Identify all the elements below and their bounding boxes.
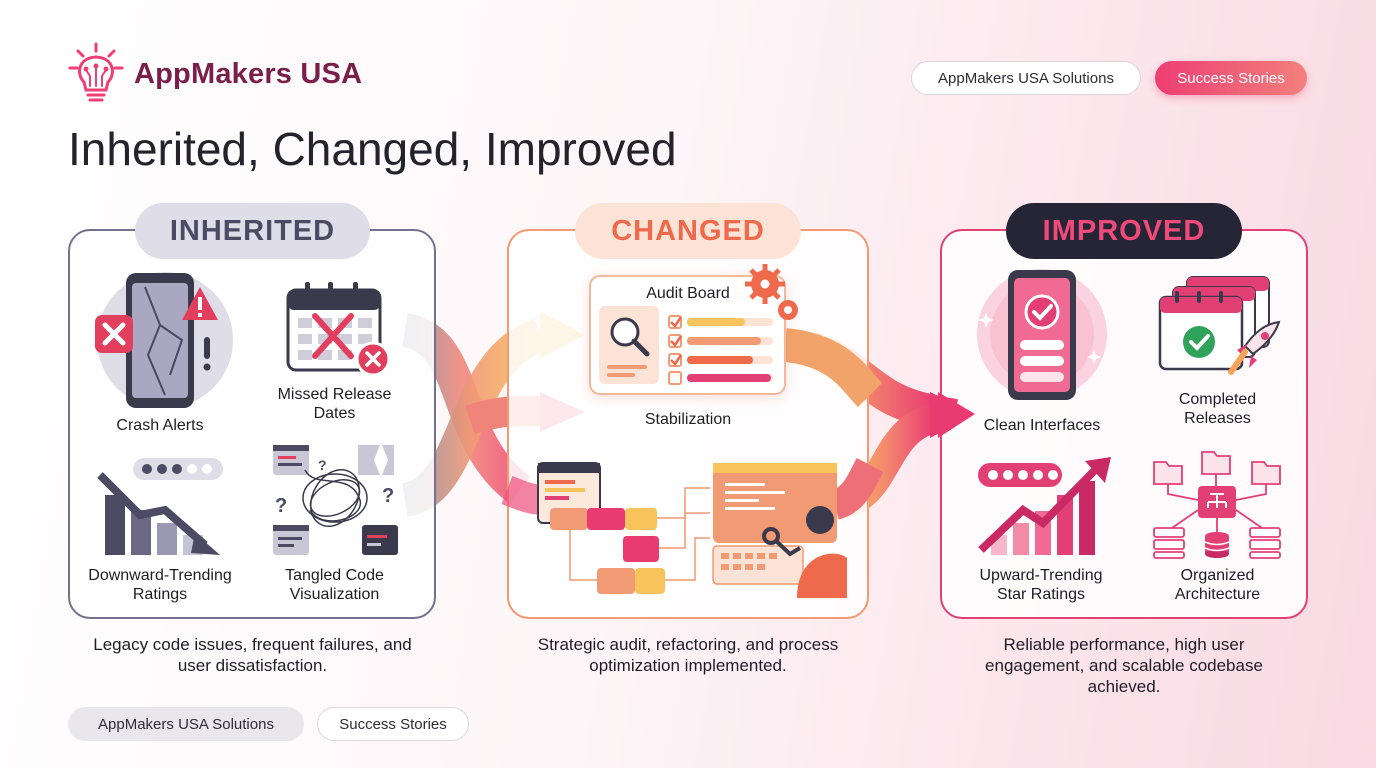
cracked-phone-icon — [95, 272, 233, 408]
lightbulb-circuit-icon — [68, 42, 124, 102]
svg-text:?: ? — [318, 457, 327, 473]
footer-success-stories-button[interactable]: Success Stories — [317, 707, 469, 741]
missed-release-dates-label: Missed Release Dates — [277, 386, 392, 422]
changed-description: Strategic audit, refactoring, and proces… — [537, 635, 839, 675]
brand-name: AppMakers USA — [134, 57, 363, 90]
audit-board-title: Audit Board — [646, 285, 730, 302]
nav-success-stories-button[interactable]: Success Stories — [1155, 61, 1307, 95]
brand[interactable]: AppMakers USA — [68, 42, 362, 106]
tangled-code-label: Tangled Code Visualization — [285, 567, 384, 603]
page-title: Inherited, Changed, Improved — [68, 123, 677, 175]
inherited-description: Legacy code issues, frequent failures, a… — [93, 635, 412, 675]
svg-text:?: ? — [382, 485, 394, 507]
upward-ratings-icon — [978, 457, 1111, 555]
downward-ratings-label: Downward-Trending Ratings — [88, 567, 232, 603]
missed-calendar-icon — [286, 282, 391, 377]
improved-description: Reliable performance, high user engageme… — [985, 635, 1263, 696]
tangled-code-icon: ? ? ? — [273, 445, 398, 555]
organized-architecture-icon — [1153, 451, 1281, 559]
clean-interface-phone-icon — [977, 269, 1107, 400]
clean-interfaces-label: Clean Interfaces — [983, 417, 1101, 434]
footer-solutions-button[interactable]: AppMakers USA Solutions — [68, 707, 304, 741]
changed-heading: CHANGED — [575, 203, 801, 259]
inherited-heading: INHERITED — [135, 203, 370, 259]
completed-releases-icon — [1158, 276, 1281, 375]
audit-board-icon — [589, 264, 798, 395]
improved-heading: IMPROVED — [1006, 203, 1242, 259]
crash-alerts-label: Crash Alerts — [116, 417, 204, 434]
downward-ratings-icon — [97, 458, 223, 555]
stabilization-label: Stabilization — [644, 411, 732, 428]
svg-text:?: ? — [275, 495, 287, 517]
completed-releases-label: Completed Releases — [1178, 391, 1257, 427]
refactoring-puzzle-icon — [537, 462, 847, 598]
organized-architecture-label: Organized Architecture — [1174, 567, 1261, 603]
nav-solutions-button[interactable]: AppMakers USA Solutions — [911, 61, 1141, 95]
upward-ratings-label: Upward-Trending Star Ratings — [979, 567, 1103, 603]
